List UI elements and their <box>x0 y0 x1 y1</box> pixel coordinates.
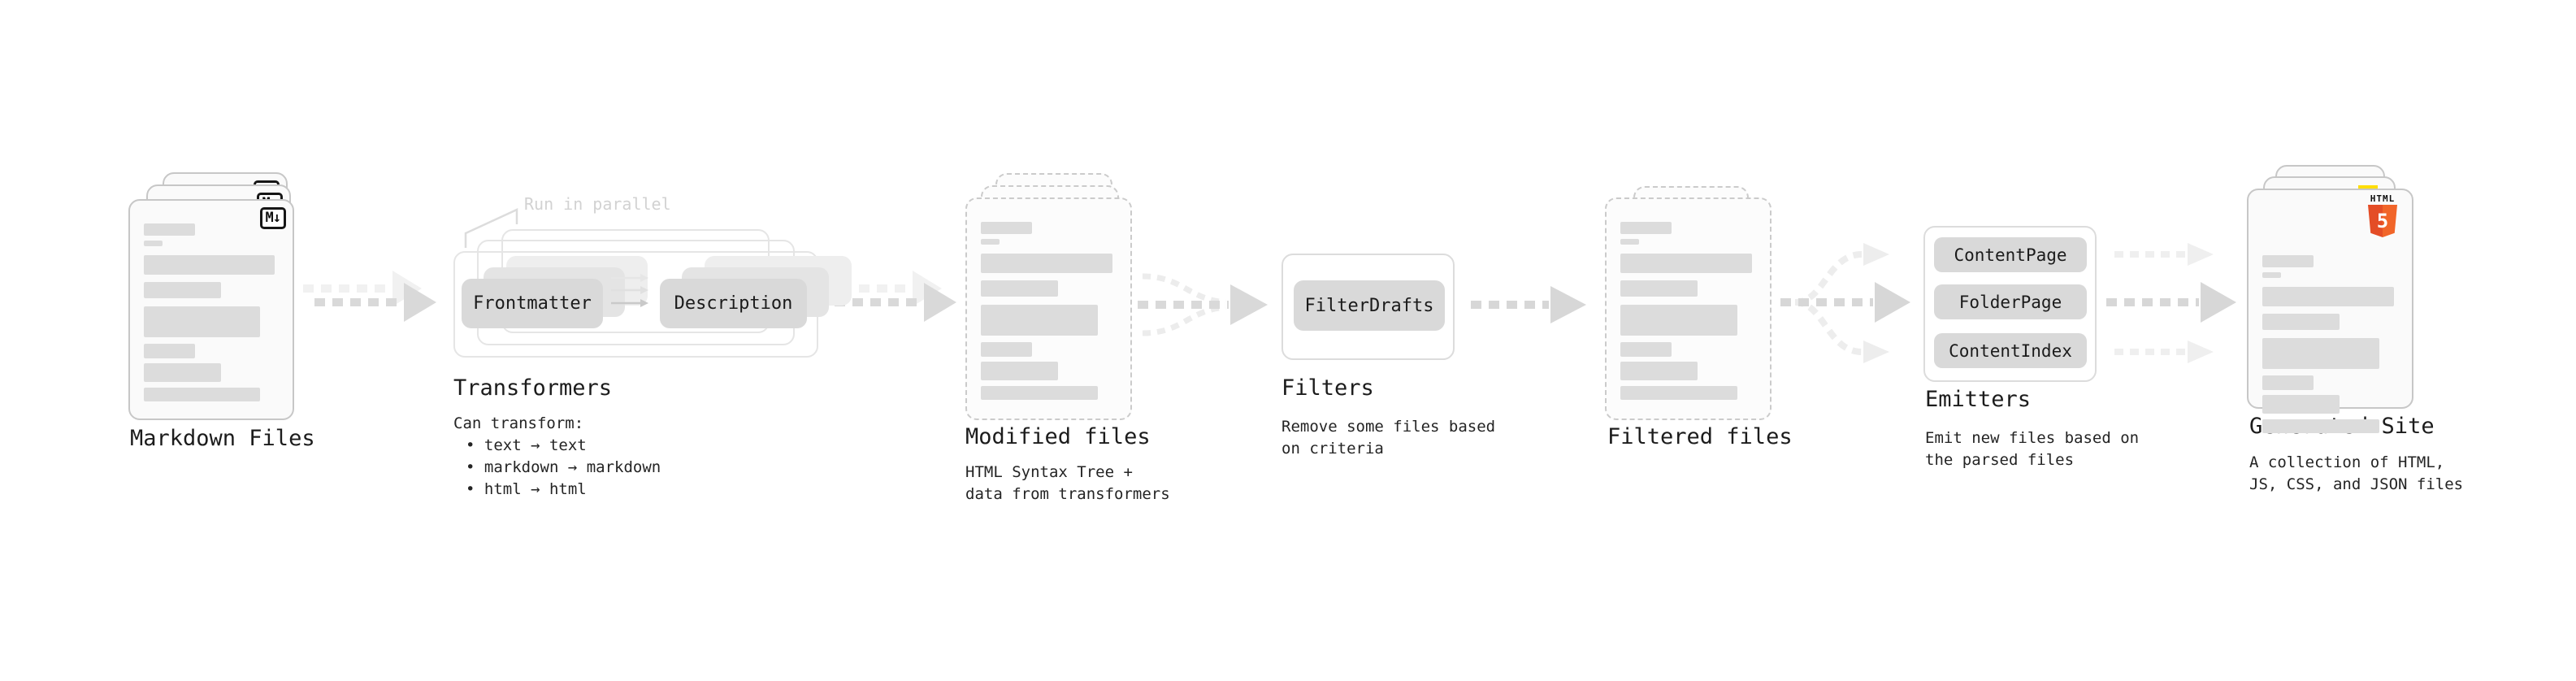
run-in-parallel-note: Run in parallel <box>524 194 671 214</box>
transformers-subtitle: Can transform: <box>453 414 584 432</box>
arrow-modified-to-filters <box>1138 273 1268 336</box>
document-content-placeholder <box>144 223 279 401</box>
arrow-transformers-to-modified <box>823 271 956 322</box>
html5-icon-shield: 5 <box>2368 205 2397 237</box>
markdown-files-label: Markdown Files <box>130 426 315 451</box>
modified-desc-line: data from transformers <box>965 485 1170 503</box>
html5-icon: HTML 5 <box>2363 194 2402 237</box>
html5-icon-label: HTML <box>2370 193 2396 204</box>
document-content-placeholder <box>981 222 1117 400</box>
transformers-bullet: • markdown → markdown <box>466 458 661 476</box>
filtered-file-front <box>1605 197 1772 420</box>
markdown-icon: M↓ <box>259 207 286 229</box>
emitters-title: Emitters <box>1925 387 2032 412</box>
emitters-desc-line: Emit new files based on <box>1925 429 2140 447</box>
frontmatter-pill: Frontmatter <box>462 279 603 328</box>
modified-file-front <box>965 197 1132 420</box>
transformers-bullet: • text → text <box>466 436 587 454</box>
transformers-description: Can transform: • text → text • markdown … <box>453 413 661 501</box>
markdown-file-front: M↓ <box>128 199 294 420</box>
description-pill: Description <box>660 279 807 328</box>
document-content-placeholder <box>2262 255 2398 433</box>
arrow-markdown-to-transformers <box>303 271 436 322</box>
filtered-files-label: Filtered files <box>1607 424 1793 449</box>
folderpage-pill: FolderPage <box>1934 284 2087 319</box>
emitters-description: Emit new files based on the parsed files <box>1925 427 2139 471</box>
modified-files-description: HTML Syntax Tree + data from transformer… <box>965 462 1170 505</box>
generated-desc-line: A collection of HTML, <box>2249 453 2445 471</box>
generated-html-file: HTML 5 <box>2247 189 2413 433</box>
transformer-parallel-arrows <box>611 274 648 307</box>
arrow-filtered-to-emitters <box>1780 243 1910 363</box>
contentindex-pill: ContentIndex <box>1934 333 2087 368</box>
transformers-title: Transformers <box>453 375 613 401</box>
emitters-desc-line: the parsed files <box>1925 451 2075 469</box>
run-in-parallel-leader-line <box>464 208 518 248</box>
filters-description: Remove some files based on criteria <box>1281 416 1495 460</box>
filters-desc-line: Remove some files based <box>1281 418 1496 436</box>
contentpage-pill: ContentPage <box>1934 237 2087 272</box>
filters-desc-line: on criteria <box>1281 440 1384 458</box>
filterdrafts-pill: FilterDrafts <box>1294 280 1445 331</box>
arrow-emitters-to-generated <box>2106 243 2236 363</box>
arrow-filters-to-filtered <box>1471 286 1586 323</box>
filters-title: Filters <box>1281 375 1374 401</box>
generated-desc-line: JS, CSS, and JSON files <box>2249 475 2464 493</box>
transformers-bullet: • html → html <box>466 480 587 498</box>
generated-site-description: A collection of HTML, JS, CSS, and JSON … <box>2249 452 2463 496</box>
modified-desc-line: HTML Syntax Tree + <box>965 463 1133 481</box>
document-content-placeholder <box>1620 222 1756 400</box>
modified-files-label: Modified files <box>965 424 1151 449</box>
